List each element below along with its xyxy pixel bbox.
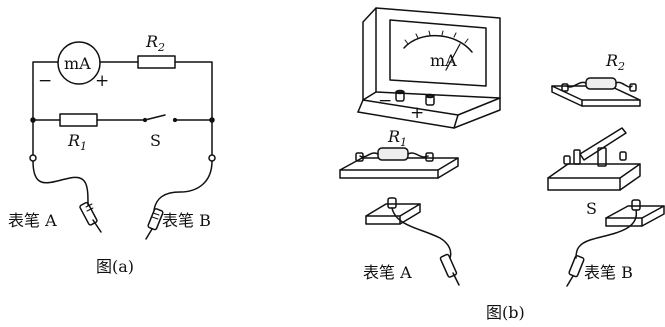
- fig-b-r1-label: R1: [387, 127, 407, 149]
- figure-b-apparatus: [339, 7, 665, 287]
- fig-a-r2-label: R2: [145, 32, 165, 54]
- fig-a-switch-label: S: [150, 131, 161, 150]
- fig-a-caption: 图(a): [96, 257, 134, 276]
- fig-b-meter-label: mA: [430, 51, 457, 70]
- probe-a-post-board[interactable]: [365, 197, 460, 286]
- fig-b-probe-b-label: 表笔 B: [584, 263, 633, 282]
- top-branch-wire: [32, 61, 213, 121]
- probe-b-cable: [153, 160, 213, 211]
- meter-terminal-minus[interactable]: [395, 89, 405, 102]
- fig-b-switch-label: S: [586, 199, 597, 218]
- probe-a-pen[interactable]: [79, 201, 102, 233]
- r1-resistor-board[interactable]: [339, 147, 459, 179]
- fig-a-probe-b-label: 表笔 B: [162, 211, 211, 230]
- figure-a-schematic: [29, 41, 216, 240]
- fig-b-caption: 图(b): [486, 303, 525, 322]
- fig-a-meter-label: mA: [64, 54, 91, 73]
- probe-b-pen[interactable]: [145, 208, 164, 240]
- fig-a-plus-sign: +: [95, 71, 109, 91]
- right-terminal: [208, 154, 216, 162]
- meter-terminal-plus[interactable]: [425, 93, 435, 106]
- probe-a-cable: [32, 160, 89, 206]
- fig-b-r2-label: R2: [605, 51, 625, 73]
- switch-contact: [172, 117, 178, 123]
- probe-b-post-board[interactable]: [566, 199, 665, 287]
- switch-pivot: [142, 117, 148, 123]
- switch-s-board[interactable]: [547, 127, 641, 191]
- fig-b-minus-sign: −: [378, 91, 392, 111]
- r2-resistor-symbol: [137, 55, 176, 69]
- r1-resistor-symbol: [59, 113, 98, 127]
- fig-b-plus-sign: +: [410, 103, 424, 123]
- milliammeter-device[interactable]: [357, 7, 501, 129]
- middle-branch-wire: [32, 114, 213, 121]
- fig-b-probe-a-label: 表笔 A: [363, 263, 412, 282]
- fig-a-probe-a-label: 表笔 A: [8, 211, 57, 230]
- fig-a-minus-sign: −: [38, 71, 52, 91]
- milliammeter-symbol: [57, 41, 101, 85]
- left-terminal: [29, 154, 37, 162]
- fig-a-r1-label: R1: [67, 131, 87, 153]
- r2-resistor-board[interactable]: [551, 77, 641, 107]
